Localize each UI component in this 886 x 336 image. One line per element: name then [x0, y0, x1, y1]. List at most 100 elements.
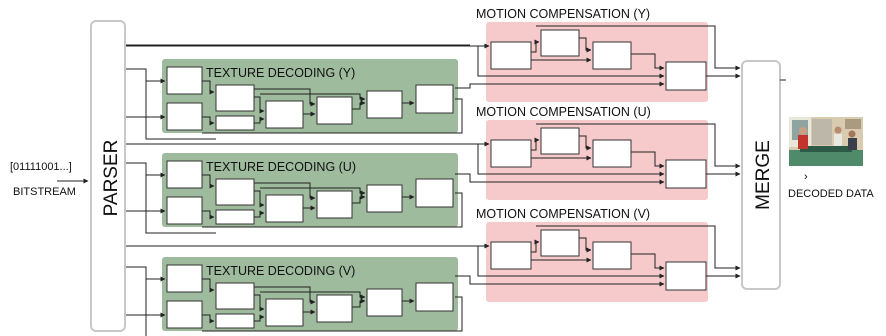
motion-stage-box	[490, 41, 532, 70]
motion-wire	[579, 135, 592, 151]
texture-input-wire	[145, 279, 147, 336]
texture-stage-box	[415, 282, 454, 312]
texture-stage-box	[316, 96, 353, 125]
motion-compensation-title: MOTION COMPENSATION (U)	[476, 105, 651, 119]
motion-stage-box	[540, 29, 580, 57]
texture-wire	[202, 174, 215, 189]
texture-input-wire	[126, 266, 166, 282]
texture-wire	[202, 192, 463, 228]
texture-wire	[254, 116, 265, 124]
texture-wire	[260, 93, 366, 102]
texture-wire	[202, 80, 215, 95]
texture-stage-box	[215, 115, 255, 131]
texture-to-motion-wire	[455, 275, 665, 287]
texture-input-wire	[126, 162, 166, 178]
texture-stage-box	[366, 184, 403, 213]
texture-stage-box	[415, 84, 454, 114]
texture-stage-box	[415, 178, 454, 208]
texture-wire	[254, 88, 316, 107]
motion-compensation-title: MOTION COMPENSATION (Y)	[476, 7, 650, 21]
motion-wire	[531, 137, 540, 151]
motion-stage-box	[490, 241, 532, 270]
texture-stage-box	[166, 196, 203, 225]
texture-to-motion-wire	[455, 81, 665, 89]
texture-stage-box	[265, 298, 304, 327]
texture-wire	[352, 100, 366, 110]
decoded-data-label: DECODED DATA	[788, 188, 874, 200]
texture-to-motion-wire	[455, 173, 665, 185]
texture-stage-box	[265, 194, 304, 223]
texture-decoding-title: TEXTURE DECODING (V)	[206, 264, 355, 278]
motion-stage-box	[592, 41, 632, 70]
motion-stage-box	[592, 241, 632, 270]
texture-input-wire	[126, 68, 166, 84]
texture-stage-box	[366, 288, 403, 317]
texture-decoding-title: TEXTURE DECODING (U)	[206, 160, 356, 174]
texture-stage-box	[215, 313, 255, 329]
texture-stage-box	[316, 294, 353, 323]
connections	[126, 25, 741, 336]
motion-wire	[579, 237, 592, 253]
texture-stage-box	[215, 282, 255, 310]
texture-input-wire	[145, 175, 216, 234]
motion-wire	[631, 151, 665, 169]
texture-stage-box	[316, 190, 353, 219]
motion-bypass-wire	[536, 25, 741, 71]
motion-input-wire	[477, 246, 665, 279]
bitstream-label: BITSTREAM	[13, 186, 76, 198]
texture-wire	[202, 98, 463, 134]
texture-wire	[352, 194, 366, 204]
motion-stage-box	[665, 159, 707, 189]
motion-input-wire	[477, 144, 665, 177]
texture-stage-box	[366, 90, 403, 119]
texture-wire	[202, 296, 463, 332]
motion-stage-box	[540, 229, 580, 257]
texture-wire	[254, 294, 265, 312]
motion-stage-box	[665, 261, 707, 291]
texture-stage-box	[215, 178, 255, 206]
texture-wire	[202, 314, 215, 324]
merge-block	[741, 60, 781, 290]
texture-decoding-title: TEXTURE DECODING (Y)	[206, 66, 355, 80]
motion-wire	[579, 37, 592, 53]
texture-stage-box	[166, 66, 203, 95]
texture-wire	[254, 182, 316, 201]
motion-compensation-title: MOTION COMPENSATION (V)	[476, 207, 650, 221]
motion-stage-box	[540, 127, 580, 155]
texture-stage-box	[215, 209, 255, 225]
texture-wire	[202, 116, 215, 126]
texture-wire	[254, 190, 265, 208]
texture-input-wire	[145, 81, 216, 140]
motion-wire	[531, 39, 540, 53]
motion-stage-box	[592, 139, 632, 168]
processing-blocks	[166, 29, 707, 329]
motion-bypass-wire	[536, 123, 741, 169]
texture-stage-box	[166, 102, 203, 131]
bitstream-bits: [01111001...]	[10, 161, 72, 173]
texture-wire	[254, 96, 265, 114]
texture-wire	[260, 291, 366, 300]
texture-stage-box	[215, 84, 255, 112]
texture-stage-box	[166, 160, 203, 189]
texture-wire	[202, 210, 215, 220]
merge-label: MERGE	[753, 140, 774, 210]
decoded-caret: ›	[804, 171, 808, 183]
motion-wire	[631, 53, 665, 71]
decoded-frame-image	[789, 117, 863, 166]
motion-stage-box	[490, 139, 532, 168]
texture-wire	[254, 210, 265, 218]
motion-input-wire	[477, 46, 665, 79]
texture-wire	[352, 298, 366, 308]
motion-wire	[531, 239, 540, 253]
texture-stage-box	[166, 264, 203, 293]
motion-stage-box	[665, 61, 707, 91]
texture-wire	[202, 278, 215, 293]
parser-block	[90, 20, 126, 332]
parser-label: PARSER	[101, 140, 122, 217]
motion-bypass-wire	[536, 225, 741, 271]
texture-wire	[254, 314, 265, 322]
texture-wire	[260, 187, 366, 196]
texture-stage-box	[265, 100, 304, 129]
motion-wire	[631, 253, 665, 271]
